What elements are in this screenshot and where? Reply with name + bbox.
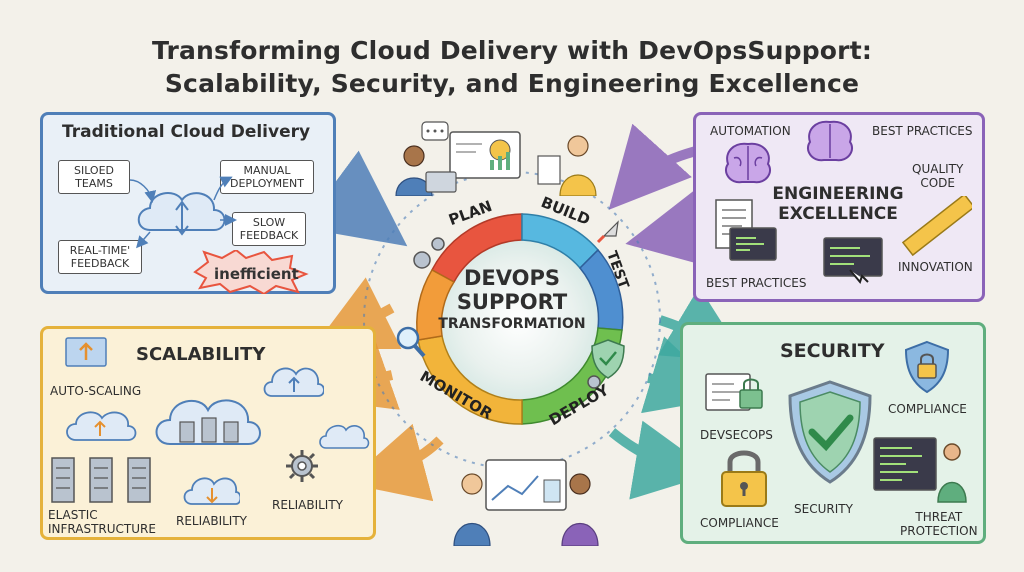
scalability-title: SCALABILITY	[136, 344, 266, 365]
title-line-2: Scalability, Security, and Engineering E…	[164, 69, 860, 98]
best-practices-top-label: BEST PRACTICES	[872, 124, 973, 138]
reliability-right-label: RELIABILITY	[272, 498, 344, 512]
cycle-center-disc	[422, 224, 614, 416]
reliability-bottom-label: RELIABILITY	[176, 514, 248, 528]
cycle-center-title: DEVOPS SUPPORT TRANSFORMATION	[438, 266, 586, 334]
person-left-head	[403, 145, 425, 167]
servers-icon	[51, 457, 151, 503]
center-line-2: SUPPORT	[456, 290, 568, 314]
manual-deployment-box: MANUAL DEPLOYMENT	[220, 160, 314, 194]
title-line-1: Transforming Cloud Delivery with DevOpsS…	[151, 36, 873, 65]
brain-icon-2	[806, 120, 854, 162]
best-practices-bottom-label: BEST PRACTICES	[706, 276, 807, 290]
slow-feedback-box: SLOW FEEDBACK	[232, 212, 306, 246]
security-title: SECURITY	[780, 340, 885, 362]
code-screen-icon	[729, 227, 777, 261]
person-right-head	[567, 135, 589, 157]
monitor-up-icon	[65, 337, 107, 367]
center-line-1: DEVOPS	[463, 266, 561, 290]
gears-icon	[413, 237, 445, 269]
quality-code-label: QUALITY CODE	[912, 162, 964, 190]
compliance-top-label: COMPLIANCE	[888, 402, 967, 416]
threat-protection-label: THREAT PROTECTION	[900, 510, 978, 538]
gear-small-icon	[587, 375, 601, 389]
gear-icon	[286, 450, 318, 482]
innovation-label: INNOVATION	[898, 260, 973, 274]
clipboard-icon	[537, 155, 561, 185]
rocket-icon	[596, 220, 619, 244]
person-right-body	[561, 522, 599, 546]
engineering-title: ENGINEERING EXCELLENCE	[768, 184, 908, 224]
cloud-small-icon	[319, 424, 370, 449]
person-left-body	[453, 522, 491, 546]
magnifier-icon	[396, 326, 426, 358]
siloed-teams-box: SILOED TEAMS	[58, 160, 130, 194]
automation-label: AUTOMATION	[710, 124, 791, 138]
realtime-feedback-box: REAL-TIME' FEEDBACK	[58, 240, 142, 274]
threat-protection-screen-icon	[873, 437, 967, 503]
person-right-head	[569, 473, 591, 495]
elastic-infrastructure-label: ELASTIC INFRASTRUCTURE	[48, 508, 156, 536]
cloud-upload-icon-2	[263, 367, 324, 397]
shield-check-small-icon	[591, 339, 625, 379]
page-title: Transforming Cloud Delivery with DevOpsS…	[0, 34, 1024, 100]
padlock-icon	[721, 450, 767, 507]
big-shield-check-icon	[788, 380, 872, 484]
auto-scaling-label: AUTO-SCALING	[50, 384, 142, 398]
cycle-segment-return	[416, 268, 456, 341]
person-left-head	[461, 473, 483, 495]
center-line-3: TRANSFORMATION	[438, 316, 586, 332]
laptop-code-icon	[823, 237, 883, 285]
cloud-servers-icon	[155, 399, 261, 445]
laptop-icon	[425, 171, 457, 193]
cloud-icon	[130, 176, 237, 249]
devops-cycle	[396, 213, 625, 425]
engineering-title-line-1: ENGINEERING	[772, 184, 904, 204]
devsecops-screen-lock-icon	[705, 373, 763, 411]
cloud-download-icon	[183, 477, 240, 505]
engineering-title-line-2: EXCELLENCE	[778, 204, 898, 224]
shield-lock-icon	[904, 340, 950, 394]
dotted-orbit	[363, 171, 661, 469]
inefficient-label: inefficient	[214, 265, 299, 283]
cloud-upload-icon	[66, 411, 137, 441]
ruler-icon	[902, 196, 972, 256]
inefficient-burst-icon	[193, 250, 309, 294]
security-label: SECURITY	[794, 502, 853, 516]
person-right-body	[559, 174, 597, 196]
team-bottom-illustration	[453, 459, 599, 546]
devsecops-label: DEVSECOPS	[700, 428, 773, 442]
compliance-bottom-label: COMPLIANCE	[700, 516, 779, 530]
person-left-body	[395, 177, 433, 196]
brain-icon	[724, 142, 772, 184]
team-top-illustration	[395, 121, 597, 196]
traditional-title: Traditional Cloud Delivery	[62, 122, 311, 142]
